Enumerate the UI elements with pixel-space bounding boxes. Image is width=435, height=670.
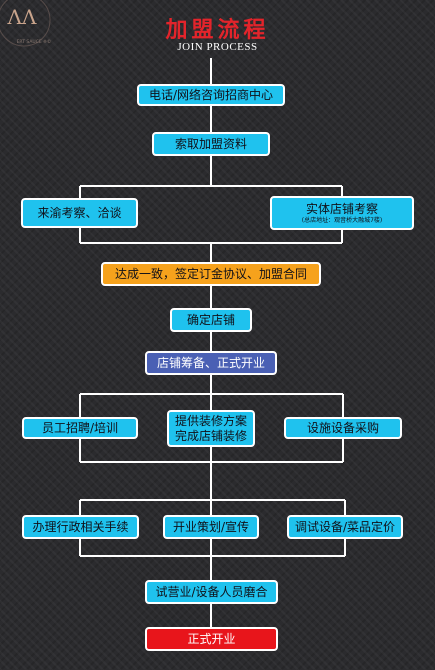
- store-inspection-label: 实体店铺考察: [305, 201, 378, 216]
- page-subtitle: JOIN PROCESS: [177, 41, 258, 53]
- logo-mark: ΛΛ: [7, 5, 37, 29]
- step-renovation: 提供装修方案 完成店铺装修: [167, 410, 255, 447]
- step-confirm-store: 确定店铺: [170, 308, 252, 332]
- headquarters-address-note: (总店地址：观音桥大融城7楼): [301, 217, 383, 225]
- brand-logo-icon: ΛΛ ERT SAUCE ※©: [0, 0, 52, 47]
- logo-ring-text: ERT SAUCE ※©: [17, 38, 52, 45]
- step-request-materials: 索取加盟资料: [152, 132, 270, 156]
- step-grand-opening: 正式开业: [145, 627, 278, 651]
- renovation-complete-label: 完成店铺装修: [174, 428, 247, 443]
- step-equipment-purchase: 设施设备采购: [284, 417, 402, 439]
- step-sign-agreement: 达成一致，签定订金协议、加盟合同: [101, 262, 321, 286]
- page-title: 加盟流程: [165, 17, 270, 43]
- step-phone-consult: 电话/网络咨询招商中心: [137, 84, 285, 106]
- renovation-plan-label: 提供装修方案: [174, 414, 247, 429]
- step-store-inspection: 实体店铺考察 (总店地址：观音桥大融城7楼): [270, 196, 414, 230]
- step-store-preparation: 店铺筹备、正式开业: [145, 351, 277, 375]
- step-opening-promotion: 开业策划/宣传: [163, 515, 259, 539]
- step-trial-operation: 试营业/设备人员磨合: [145, 580, 278, 604]
- step-equipment-pricing: 调试设备/菜品定价: [287, 515, 403, 539]
- step-admin-procedures: 办理行政相关手续: [22, 515, 139, 539]
- step-visit-negotiate: 来渝考察、洽谈: [21, 198, 138, 228]
- step-staff-recruitment: 员工招聘/培训: [22, 417, 138, 439]
